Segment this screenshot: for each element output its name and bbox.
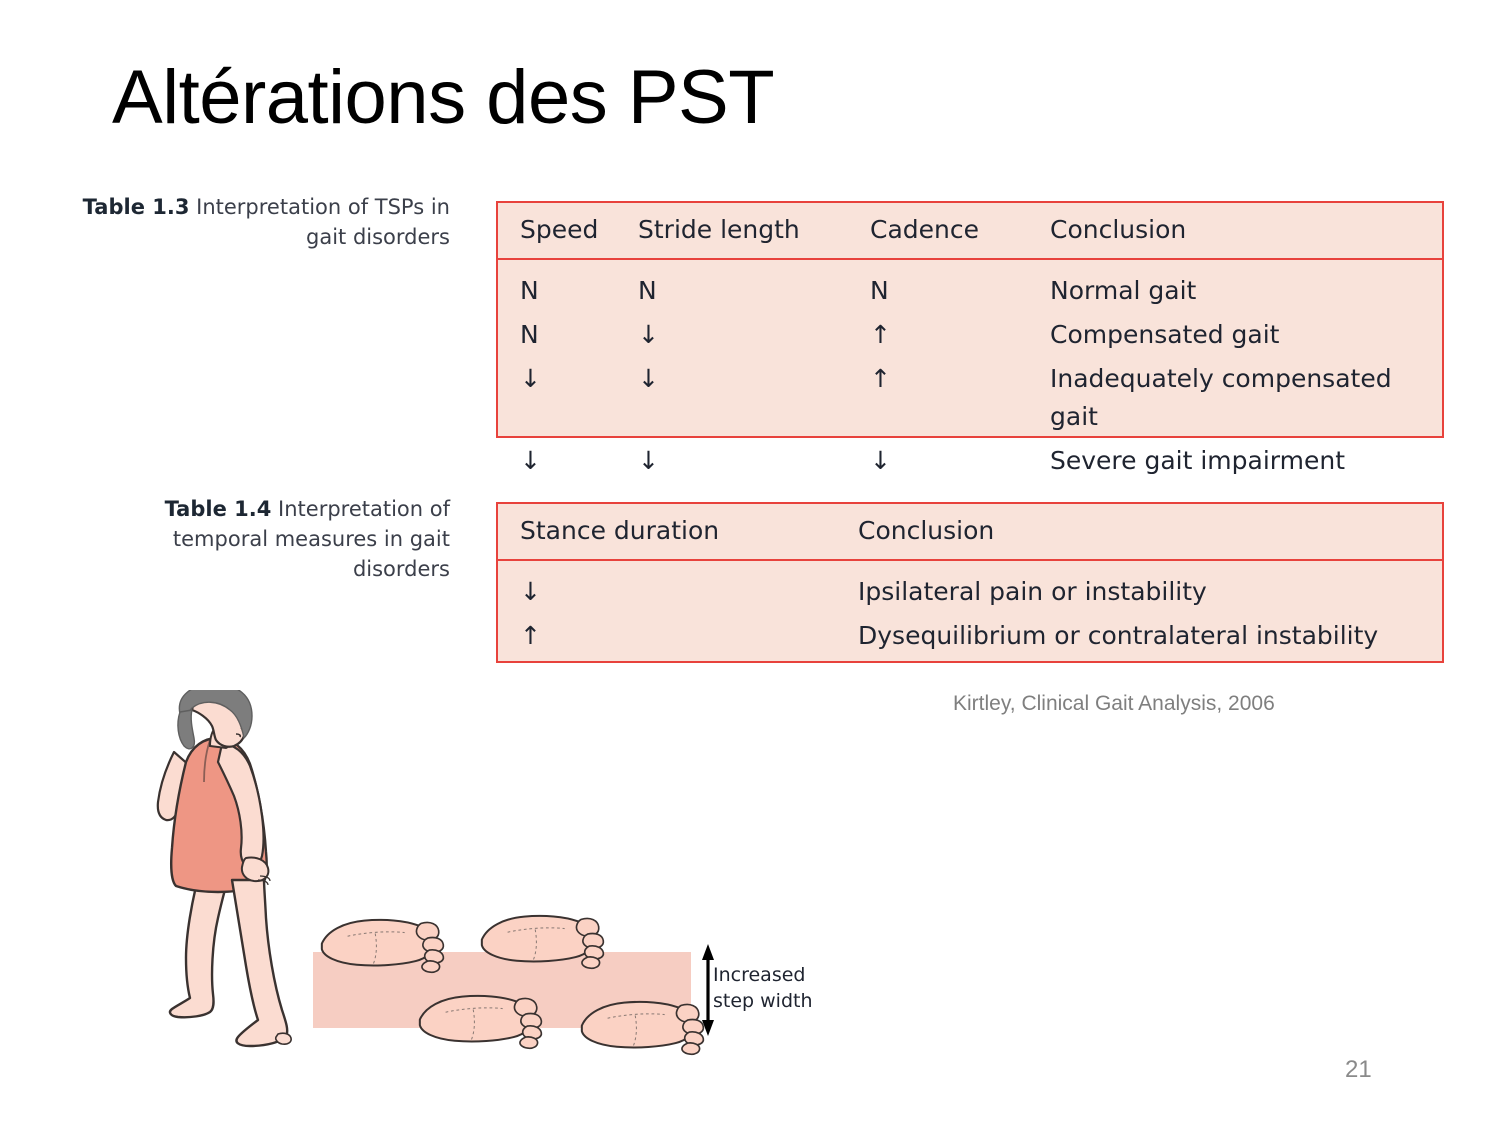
footprint-left-bottom [418,994,543,1050]
temporal-measures-table: Stance duration Conclusion ↓ Ipsilateral… [496,502,1444,663]
cell-stride: ↓ [638,446,659,475]
cell-cadence: N [870,276,889,305]
step-width-arrow [702,944,714,1036]
gait-illustration [140,690,860,1090]
cell-conclusion: Compensated gait [1050,320,1280,349]
cell-stride: ↓ [638,320,659,349]
table-1-caption-text: Interpretation of TSPs in gait disorders [196,195,450,249]
column-header-conclusion: Conclusion [858,516,995,545]
column-header-stance-duration: Stance duration [520,516,720,545]
table-row: ↑ Dysequilibrium or contralateral instab… [498,614,1442,671]
column-header-stride-length: Stride length [638,215,800,244]
table-header-row: Speed Stride length Cadence Conclusion [498,203,1442,259]
table-1-caption: Table 1.3 Interpretation of TSPs in gait… [70,193,450,253]
cell-conclusion: Dysequilibrium or contralateral instabil… [858,621,1379,650]
slide-page-number: 21 [1345,1056,1372,1083]
cell-conclusion: Inadequately compensated gait [1050,364,1392,431]
cell-cadence: ↑ [870,364,891,393]
cell-stride: ↓ [638,364,659,393]
cell-cadence: ↓ [870,446,891,475]
cell-speed: N [520,276,539,305]
table-2-caption-text: Interpretation of temporal measures in g… [172,497,450,581]
step-width-annotation-line-2: step width [713,989,813,1012]
table-2-caption-label: Table 1.4 [164,497,272,521]
cell-cadence: ↑ [870,320,891,349]
cell-speed: ↓ [520,364,541,393]
table-1-caption-label: Table 1.3 [82,195,190,219]
cell-stance-duration: ↑ [520,621,541,650]
column-header-cadence: Cadence [870,215,979,244]
walking-woman-figure [156,690,292,1048]
page-title: Altérations des PST [112,55,775,140]
step-width-annotation-line-1: Increased [713,964,806,986]
footprint-right-bottom [580,1000,705,1056]
cell-stance-duration: ↓ [520,577,541,606]
step-width-annotation: Increased step width [713,963,813,1014]
table-row: ↓ Ipsilateral pain or instability [498,560,1442,614]
cell-conclusion: Normal gait [1050,276,1197,305]
tsp-interpretation-table: Speed Stride length Cadence Conclusion N… [496,201,1444,475]
table-header-row: Stance duration Conclusion [498,504,1442,560]
table-row: N ↓ ↑ Compensated gait [498,313,1442,357]
source-citation: Kirtley, Clinical Gait Analysis, 2006 [953,692,1275,715]
cell-conclusion: Ipsilateral pain or instability [858,577,1207,606]
table-row: ↓ ↓ ↑ Inadequately compensated gait [498,357,1442,439]
table-row: ↓ ↓ ↓ Severe gait impairment [498,439,1442,496]
cell-speed: N [520,320,539,349]
cell-speed: ↓ [520,446,541,475]
column-header-conclusion: Conclusion [1050,215,1187,244]
table-2-caption: Table 1.4 Interpretation of temporal mea… [70,495,450,584]
cell-stride: N [638,276,657,305]
table-row: N N N Normal gait [498,259,1442,313]
cell-conclusion: Severe gait impairment [1050,446,1346,475]
column-header-speed: Speed [520,215,599,244]
